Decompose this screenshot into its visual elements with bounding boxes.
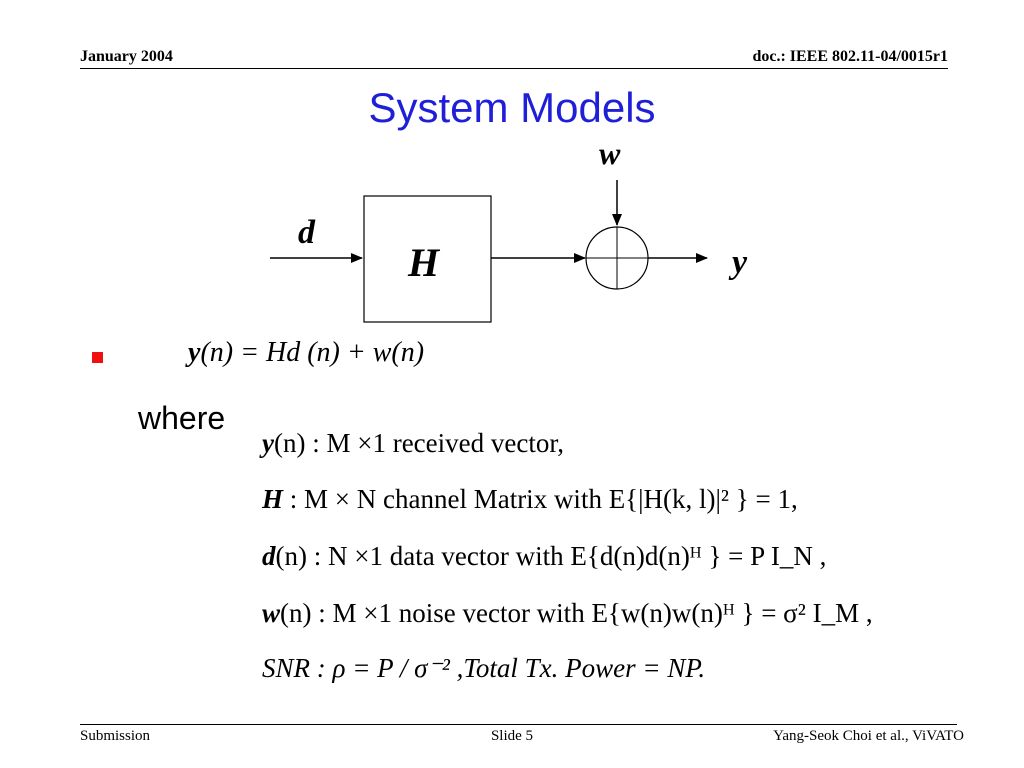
system-block-diagram: d H w y xyxy=(270,135,748,323)
header-date: January 2004 xyxy=(80,48,173,65)
channel-block xyxy=(363,195,492,323)
system-equation: y(n) = Hd (n) + w(n) xyxy=(188,337,425,368)
bullet-marker xyxy=(92,352,103,363)
footer-submission: Submission xyxy=(80,728,151,744)
definition-H: H : M × N channel Matrix with E{|H(k, l)… xyxy=(262,484,798,514)
definition-snr: SNR : ρ = P / σ⁻² ,Total Tx. Power = NP. xyxy=(262,653,706,683)
header-doc-number: doc.: IEEE 802.11-04/0015r1 xyxy=(752,48,948,65)
header-divider xyxy=(80,68,948,69)
definition-d: d(n) : N ×1 data vector with E{d(n)d(n)ᴴ… xyxy=(262,541,827,571)
footer-divider xyxy=(80,724,957,725)
definition-w: w(n) : M ×1 noise vector with E{w(n)w(n)… xyxy=(262,598,873,628)
footer-authors: Yang-Seok Choi et al., ViVATO xyxy=(773,728,964,744)
noise-label: w xyxy=(599,135,621,171)
output-label: y xyxy=(728,244,748,281)
definition-y: y(n) : M ×1 received vector, xyxy=(262,428,565,458)
input-label: d xyxy=(298,214,316,251)
footer-slide-number: Slide 5 xyxy=(490,728,534,744)
block-label: H xyxy=(407,240,441,285)
where-label: where xyxy=(138,400,226,436)
slide-title: System Models xyxy=(368,84,656,131)
